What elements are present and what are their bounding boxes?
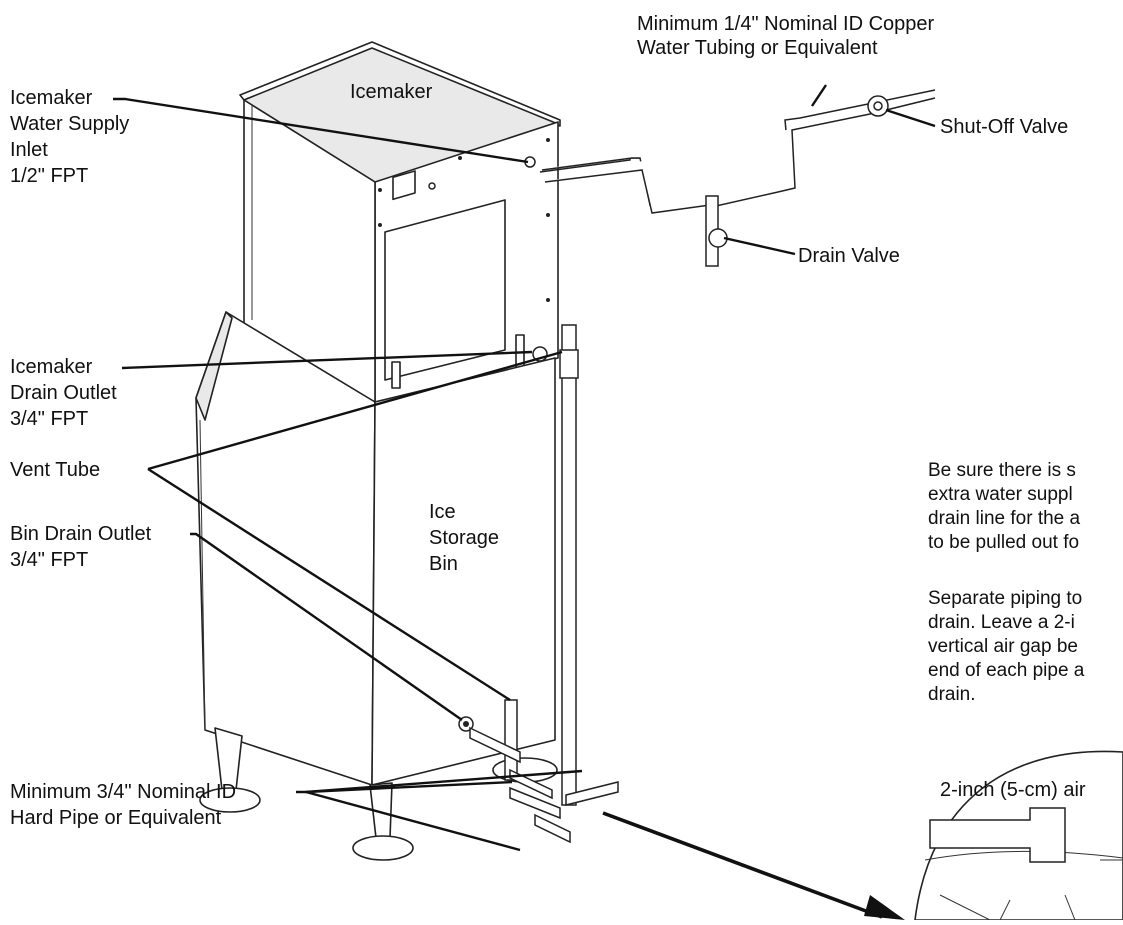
airgap-callout-label: 2-inch (5-cm) air — [940, 779, 1086, 801]
icemaker-inlet-label-line: 1/2" FPT — [10, 165, 88, 187]
drain-piping — [469, 324, 619, 844]
icemaker-unit — [239, 41, 561, 403]
icemaker-drain-label-line: Icemaker — [10, 356, 93, 378]
vent-tube-label: Vent Tube — [10, 459, 100, 481]
copper-tubing-label-line: Minimum 1/4" Nominal ID Copper — [637, 13, 935, 35]
hard-pipe-label: Minimum 3/4" Nominal ID Hard Pipe or Equ… — [10, 781, 242, 829]
icemaker-drain-label: Icemaker Drain Outlet 3/4" FPT — [10, 356, 122, 430]
ice-bin-label-line: Storage — [429, 527, 499, 549]
bin-drain-label-line: Bin Drain Outlet — [10, 523, 152, 545]
drain-valve-label: Drain Valve — [798, 245, 900, 267]
ice-bin-label-line: Ice — [429, 501, 456, 523]
clearance-note-line: extra water suppl — [928, 484, 1073, 505]
bin-drain-label: Bin Drain Outlet 3/4" FPT — [10, 523, 157, 571]
icemaker-inlet-label-line: Icemaker — [10, 87, 93, 109]
clearance-note-line: Be sure there is s — [928, 460, 1076, 481]
ice-bin-label-line: Bin — [429, 553, 458, 575]
icemaker-inlet-label: Icemaker Water Supply Inlet 1/2" FPT — [10, 87, 135, 187]
hard-pipe-label-line: Hard Pipe or Equivalent — [10, 807, 222, 829]
ice-bin-label: Ice Storage Bin — [429, 501, 505, 575]
leader-lines — [113, 84, 936, 920]
icemaker-top-label: Icemaker — [350, 81, 433, 103]
hard-pipe-label-line: Minimum 3/4" Nominal ID — [10, 781, 236, 803]
clearance-note-line: to be pulled out fo — [928, 532, 1079, 553]
shutoff-valve-label: Shut-Off Valve — [940, 116, 1068, 138]
airgap-detail — [914, 750, 1123, 921]
copper-tubing-label-line: Water Tubing or Equivalent — [637, 37, 878, 59]
airgap-note-line: drain. Leave a 2-i — [928, 612, 1075, 633]
airgap-note-line: drain. — [928, 684, 976, 705]
airgap-note-line: Separate piping to — [928, 588, 1082, 609]
icemaker-inlet-label-line: Water Supply — [10, 113, 129, 135]
ice-storage-bin — [195, 311, 558, 861]
icemaker-inlet-label-line: Inlet — [10, 139, 48, 161]
water-supply-line — [539, 89, 936, 267]
bin-drain-label-line: 3/4" FPT — [10, 549, 88, 571]
airgap-note-line: end of each pipe a — [928, 660, 1085, 681]
airgap-note-line: vertical air gap be — [928, 636, 1078, 657]
clearance-note: Be sure there is s extra water suppl dra… — [928, 460, 1085, 553]
icemaker-drain-label-line: 3/4" FPT — [10, 408, 88, 430]
clearance-note-line: drain line for the a — [928, 508, 1081, 529]
copper-tubing-label: Minimum 1/4" Nominal ID Copper Water Tub… — [637, 13, 940, 59]
icemaker-drain-label-line: Drain Outlet — [10, 382, 117, 404]
airgap-note: Separate piping to drain. Leave a 2-i ve… — [928, 588, 1090, 705]
